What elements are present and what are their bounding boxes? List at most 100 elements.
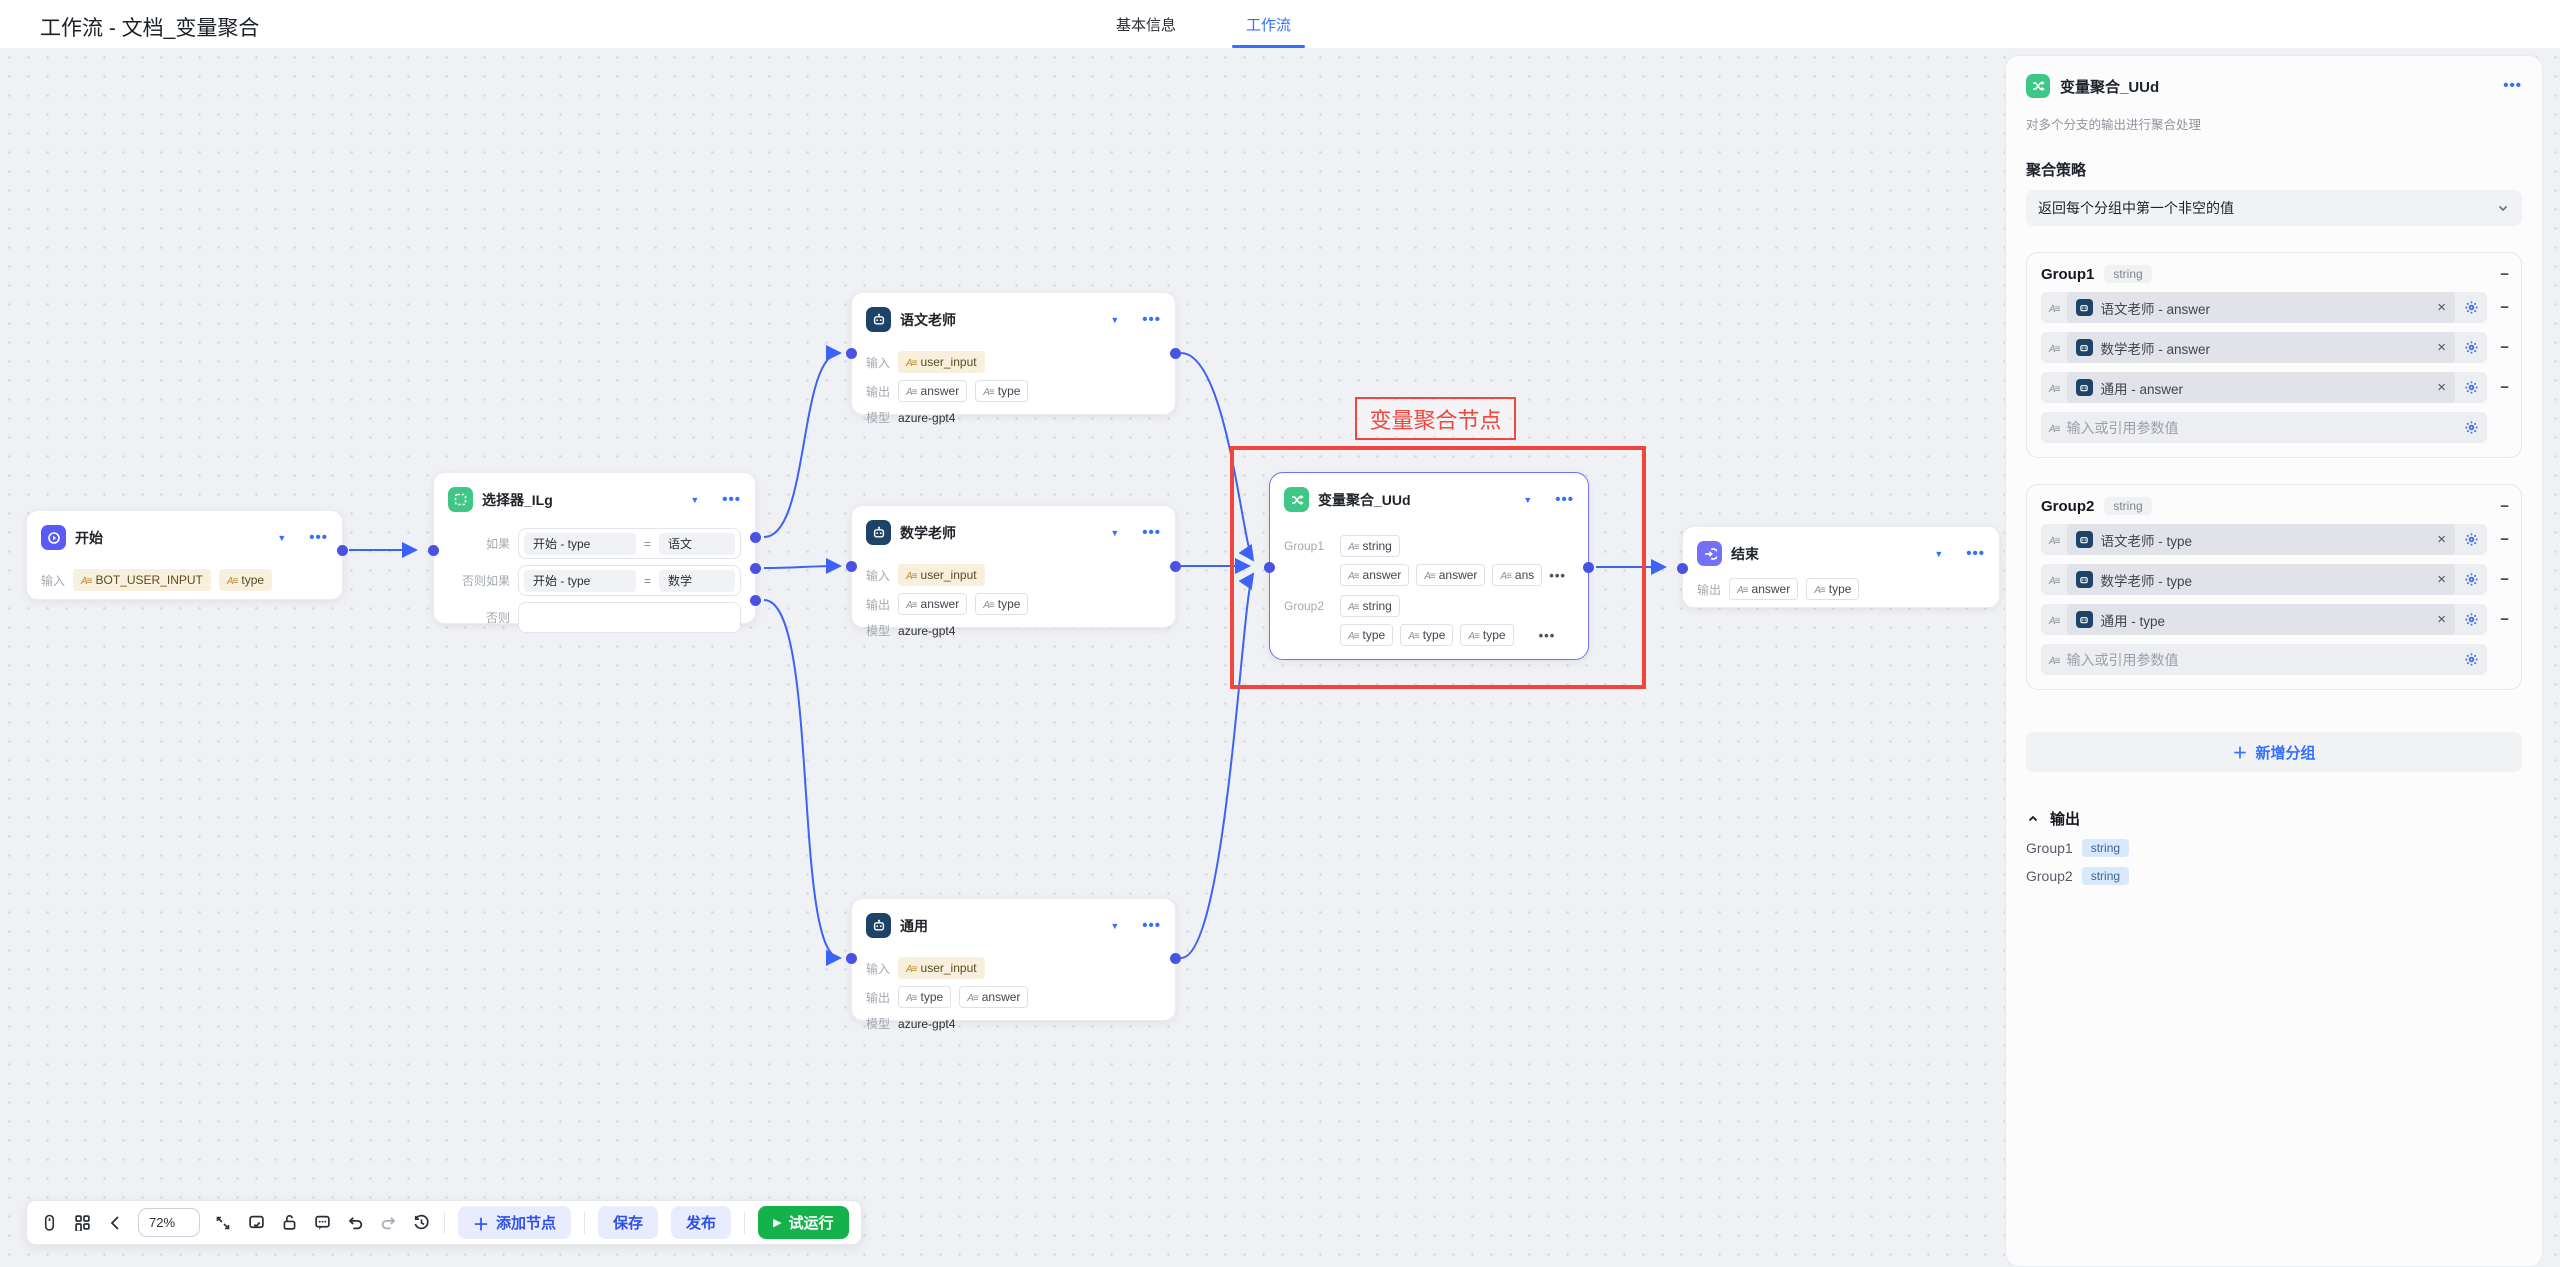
remove-row-icon[interactable]: − [2500,571,2509,588]
test-run-button[interactable]: ▶试运行 [758,1206,849,1239]
string-type-icon [227,573,238,587]
strategy-select[interactable]: 返回每个分组中第一个非空的值 [2026,190,2522,226]
layout-grid-icon[interactable] [72,1213,92,1233]
output-section-header[interactable]: 输出 [2026,808,2522,829]
output-port[interactable] [1170,348,1181,359]
output-port[interactable] [1583,562,1594,573]
condition-left[interactable]: 开始 - type [524,569,636,592]
output-port[interactable] [1170,561,1181,572]
output-port[interactable] [1170,953,1181,964]
remove-row-icon[interactable]: − [2500,531,2509,548]
chevron-down-icon [2498,205,2508,212]
aggregate-icon [2026,74,2050,98]
chevron-down-icon[interactable]: ▼ [1934,548,1944,559]
variable-ref[interactable]: 语文老师 - answer × [2066,292,2455,323]
input-port[interactable] [428,545,439,556]
save-button[interactable]: 保存 [598,1206,659,1239]
undo-icon[interactable] [345,1213,365,1233]
input-port[interactable] [1264,562,1275,573]
node-math-teacher[interactable]: 数学老师 ▼ ••• 输入 user_input 输出 answer type … [846,505,1181,638]
node-end[interactable]: 结束 ▼ ••• 输出 answer type [1677,526,2000,608]
add-node-button[interactable]: ＋添加节点 [458,1206,572,1239]
value-input[interactable]: 输入或引用参数值 [2041,412,2487,443]
redo-icon[interactable] [378,1213,398,1233]
remove-row-icon[interactable]: − [2500,339,2509,356]
remove-row-icon[interactable]: − [2500,379,2509,396]
zoom-out-chevron-icon[interactable] [105,1213,125,1233]
gear-icon[interactable] [2455,332,2487,363]
branch-port-if[interactable] [750,532,761,543]
node-general[interactable]: 通用 ▼ ••• 输入 user_input 输出 type answer 模型… [846,898,1181,1031]
remove-row-icon[interactable]: − [2500,299,2509,316]
input-port[interactable] [1677,563,1688,574]
chevron-down-icon[interactable]: ▼ [1523,494,1533,505]
chevron-down-icon[interactable]: ▼ [1110,527,1120,538]
condition-right[interactable]: 语文 [659,532,735,555]
more-icon[interactable]: ••• [722,490,741,508]
more-icon[interactable]: ••• [2503,77,2522,94]
comment-icon[interactable] [312,1213,332,1233]
close-icon[interactable]: × [2437,611,2446,628]
node-variable-aggregate[interactable]: 变量聚合_UUd ▼ ••• Group1 string answer answ… [1264,472,1594,660]
zoom-level-input[interactable] [138,1208,200,1237]
remove-group-icon[interactable]: − [2500,265,2509,283]
tab-workflow[interactable]: 工作流 [1232,0,1306,48]
variable-ref[interactable]: 数学老师 - answer × [2066,332,2455,363]
input-port[interactable] [846,561,857,572]
node-selector[interactable]: 选择器_ILg ▼ ••• 如果 开始 - type = 语文 否则如果 开始 … [428,472,761,633]
more-icon[interactable]: ••• [1142,916,1161,934]
lock-icon[interactable] [279,1213,299,1233]
close-icon[interactable]: × [2437,379,2446,396]
auto-layout-icon[interactable] [246,1213,266,1233]
more-icon[interactable]: ••• [1549,567,1566,583]
node-chinese-teacher[interactable]: 语文老师 ▼ ••• 输入 user_input 输出 answer type … [846,292,1181,425]
more-icon[interactable]: ••• [1142,310,1161,328]
chevron-down-icon[interactable]: ▼ [277,532,287,543]
branch-port-else[interactable] [750,595,761,606]
gear-icon[interactable] [2455,564,2487,595]
input-port[interactable] [846,348,857,359]
condition-row-elseif: 否则如果 开始 - type = 数学 [448,565,741,596]
mouse-pointer-icon[interactable] [39,1213,59,1233]
publish-button[interactable]: 发布 [671,1206,732,1239]
gear-icon[interactable] [2455,292,2487,323]
close-icon[interactable]: × [2437,299,2446,316]
more-icon[interactable]: ••• [1966,544,1985,562]
gear-icon[interactable] [2455,604,2487,635]
gear-icon[interactable] [2455,644,2487,675]
close-icon[interactable]: × [2437,531,2446,548]
variable-ref[interactable]: 语文老师 - type × [2066,524,2455,555]
condition-right[interactable]: 数学 [659,569,735,592]
more-icon[interactable]: ••• [1142,523,1161,541]
gear-icon[interactable] [2455,524,2487,555]
node-config-panel: 变量聚合_UUd ••• 对多个分支的输出进行聚合处理 聚合策略 返回每个分组中… [2005,55,2543,1267]
tab-basic-info[interactable]: 基本信息 [1116,16,1177,34]
variable-ref[interactable]: 通用 - answer × [2066,372,2455,403]
chevron-down-icon[interactable]: ▼ [1110,314,1120,325]
variable-ref[interactable]: 数学老师 - type × [2066,564,2455,595]
gear-icon[interactable] [2455,372,2487,403]
group1-card: Group1 string − 语文老师 - answer × − [2026,252,2522,458]
close-icon[interactable]: × [2437,571,2446,588]
input-placeholder: 输入或引用参数值 [2066,419,2179,436]
more-icon[interactable]: ••• [1538,627,1556,643]
more-icon[interactable]: ••• [309,528,328,546]
branch-port-elseif[interactable] [750,563,761,574]
value-input[interactable]: 输入或引用参数值 [2041,644,2487,675]
remove-group-icon[interactable]: − [2500,497,2509,515]
variable-ref[interactable]: 通用 - type × [2066,604,2455,635]
more-icon[interactable]: ••• [1555,490,1574,508]
input-port[interactable] [846,953,857,964]
chevron-down-icon[interactable]: ▼ [690,494,700,505]
remove-row-icon[interactable]: − [2500,611,2509,628]
node-start[interactable]: 开始 ▼ ••• 输入 BOT_USER_INPUT type [26,510,348,600]
add-group-button[interactable]: ＋ 新增分组 [2026,732,2522,772]
gear-icon[interactable] [2455,412,2487,443]
fit-view-icon[interactable] [213,1213,233,1233]
close-icon[interactable]: × [2437,339,2446,356]
condition-left[interactable]: 开始 - type [524,532,636,555]
variable-tag: type [1806,578,1860,600]
history-icon[interactable] [411,1213,431,1233]
chevron-down-icon[interactable]: ▼ [1110,920,1120,931]
output-port[interactable] [337,545,348,556]
